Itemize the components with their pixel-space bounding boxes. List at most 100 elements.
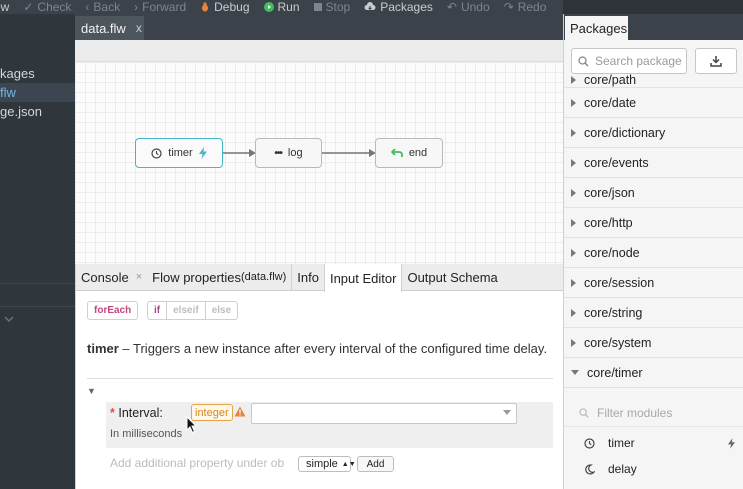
close-tab-icon[interactable]: x — [135, 21, 142, 35]
tab-input-editor[interactable]: Input Editor — [323, 264, 403, 292]
chevron-down-icon[interactable] — [4, 315, 14, 323]
section-divider — [87, 378, 553, 379]
bug-icon — [202, 2, 209, 12]
return-icon — [390, 148, 403, 157]
sidebar-item-packages[interactable]: kages — [0, 66, 35, 81]
package-item[interactable]: core/json — [564, 178, 743, 208]
flow-node-log[interactable]: ••• log — [255, 138, 322, 168]
cloud-download-icon — [364, 2, 376, 11]
toolbar-run-button[interactable]: Run — [263, 0, 300, 14]
flow-node-timer[interactable]: timer — [135, 138, 223, 168]
package-item[interactable]: core/date — [564, 88, 743, 118]
toolbar-undo-button[interactable]: ↶Undo — [446, 0, 490, 14]
toolbar-new-button[interactable]: ew — [0, 0, 10, 14]
panel-tabs: Console × Flow properties(data.flw) Info… — [76, 264, 564, 292]
toolbar-back-button[interactable]: ‹Back — [85, 0, 121, 14]
else-chip[interactable]: else — [211, 305, 232, 316]
tab-output-schema[interactable]: Output Schema — [407, 269, 498, 285]
install-package-button[interactable] — [695, 48, 737, 74]
package-item[interactable]: core/node — [564, 238, 743, 268]
tab-data-flw[interactable]: data.flw x — [75, 16, 144, 40]
packages-tabbar: Packages — [564, 14, 743, 40]
chevron-down-icon — [503, 410, 511, 415]
chevron-right-icon — [571, 248, 576, 257]
package-item-expanded[interactable]: core/timer — [564, 358, 743, 388]
package-item[interactable]: core/system — [564, 328, 743, 358]
chevron-right-icon — [571, 218, 576, 227]
package-item[interactable]: core/string — [564, 298, 743, 328]
property-type-select[interactable]: simple▲▼ — [298, 456, 356, 472]
check-icon: ✓ — [23, 0, 34, 14]
sidebar-item-data-flw[interactable]: flw — [0, 83, 75, 102]
sidebar-item-package-json[interactable]: ge.json — [0, 104, 42, 119]
search-icon — [578, 55, 589, 67]
moon-icon — [585, 463, 595, 474]
toolbar-packages-button[interactable]: Packages — [364, 0, 433, 14]
module-item-timer[interactable]: timer — [564, 430, 743, 456]
chevron-right-icon — [571, 98, 576, 107]
foreach-chip[interactable]: forEach — [87, 301, 139, 320]
interval-input[interactable] — [251, 403, 517, 424]
package-item[interactable]: core/session — [564, 268, 743, 298]
bolt-icon — [728, 437, 735, 449]
undo-icon: ↶ — [446, 0, 457, 14]
download-icon — [710, 55, 722, 67]
package-search-box[interactable] — [571, 48, 687, 74]
package-item[interactable]: core/events — [564, 148, 743, 178]
chevron-down-icon — [571, 370, 579, 375]
chevron-right-icon — [571, 338, 576, 347]
package-search-input[interactable] — [595, 54, 683, 68]
module-filter[interactable]: Filter modules — [564, 399, 743, 427]
toolbar-debug-button[interactable]: Debug — [200, 0, 250, 14]
redo-icon: ↷ — [503, 0, 514, 14]
canvas-header — [75, 40, 563, 62]
flow-canvas[interactable]: timer ••• log end — [75, 62, 563, 264]
flow-edges — [223, 149, 376, 157]
add-property-button[interactable]: Add — [357, 456, 394, 472]
chevron-right-icon — [571, 308, 576, 317]
ellipsis-icon: ••• — [274, 147, 282, 159]
bolt-icon — [198, 147, 207, 159]
chevron-right-icon: › — [134, 0, 139, 14]
tab-info[interactable]: Info — [291, 264, 324, 290]
elseif-chip[interactable]: elseif — [167, 302, 206, 319]
chevron-right-icon — [571, 278, 576, 287]
mouse-cursor-icon — [186, 416, 198, 434]
close-icon[interactable]: × — [135, 271, 143, 283]
chevron-left-icon: ‹ — [85, 0, 90, 14]
main-toolbar: ew ✓Check ‹Back ›Forward Debug Run Stop … — [0, 0, 563, 14]
add-property-input[interactable]: Add additional property under ob — [110, 456, 285, 470]
if-chip[interactable]: if — [148, 302, 168, 319]
file-explorer-sidebar: kages flw ge.json — [0, 14, 75, 489]
package-item[interactable]: core/path — [564, 72, 743, 88]
flow-node-end[interactable]: end — [375, 138, 443, 168]
chevron-right-icon — [571, 128, 576, 137]
tab-packages[interactable]: Packages — [565, 16, 628, 40]
type-badge: integer — [191, 404, 233, 421]
package-item[interactable]: core/dictionary — [564, 118, 743, 148]
clock-icon — [584, 437, 595, 449]
packages-panel: Packages core/path core/date core/dictio… — [563, 14, 743, 489]
play-icon — [263, 2, 274, 12]
module-item-delay[interactable]: delay — [564, 456, 743, 482]
package-item[interactable]: core/http — [564, 208, 743, 238]
sidebar-divider — [0, 306, 75, 307]
property-label: * Interval: — [110, 406, 163, 420]
updown-icon: ▲▼ — [341, 460, 356, 468]
chevron-right-icon — [571, 75, 576, 84]
bottom-panel: Console × Flow properties(data.flw) Info… — [75, 264, 564, 489]
collapse-toggle-icon[interactable]: ▼ — [87, 386, 96, 396]
toolbar-check-button[interactable]: ✓Check — [23, 0, 72, 14]
conditional-chip-group: if elseif else — [147, 301, 239, 320]
clock-icon — [151, 147, 162, 159]
tab-flow-properties[interactable]: Flow properties(data.flw) — [152, 269, 287, 285]
toolbar-redo-button[interactable]: ↷Redo — [503, 0, 547, 14]
tab-console[interactable]: Console × — [81, 269, 143, 285]
chevron-right-icon — [571, 158, 576, 167]
toolbar-stop-button[interactable]: Stop — [313, 0, 350, 14]
module-description: timer – Triggers a new instance after ev… — [87, 341, 548, 356]
toolbar-forward-button[interactable]: ›Forward — [134, 0, 187, 14]
chevron-right-icon — [571, 188, 576, 197]
warning-icon — [234, 406, 246, 417]
stop-icon — [313, 3, 322, 11]
